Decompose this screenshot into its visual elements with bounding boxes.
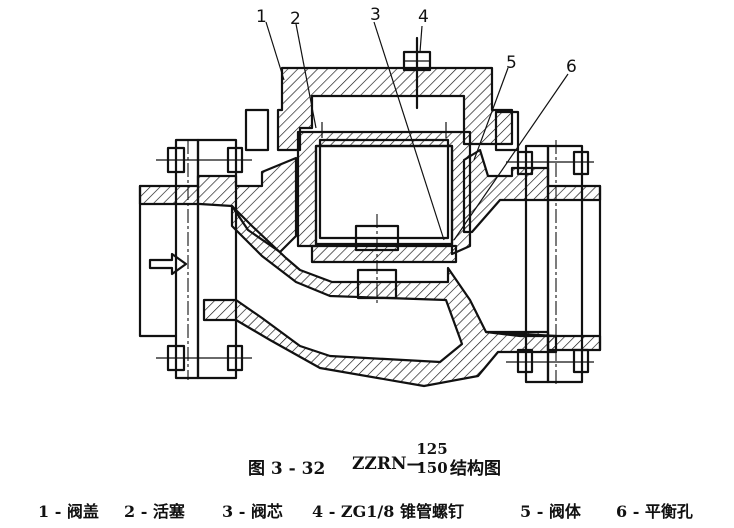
leader-line-3 [373, 21, 445, 241]
outlet-flange-top-nut-right [572, 150, 590, 176]
callout-2: 2 [290, 9, 301, 29]
legend-item-4: 4 - ZG1/8 锥管螺钉 [312, 502, 464, 521]
callout-4: 4 [418, 7, 429, 27]
fraction-top: 125 [416, 440, 448, 458]
cover-left-bolt [244, 108, 270, 152]
piston-inner-liner [318, 138, 450, 240]
callout-5: 5 [506, 53, 517, 73]
callout-3: 3 [370, 5, 381, 25]
flow-arrow-shape [148, 252, 188, 276]
callout-6: 6 [566, 57, 577, 77]
figure-caption: 图 3 - 32 ZZRN— 125 150 结构图 [0, 440, 734, 484]
inlet-flange [156, 138, 252, 380]
outlet-flange [506, 140, 594, 386]
leader-lines [265, 21, 569, 241]
leader-line-5 [473, 67, 509, 161]
valve-body-inlet-top-wall [138, 156, 298, 254]
legend-item-3: 3 - 阀芯 [222, 502, 283, 521]
legend-item-6: 6 - 平衡孔 [616, 502, 693, 521]
piston-wall [296, 130, 472, 256]
callout-1: 1 [256, 7, 267, 27]
fraction-bottom: 150 [416, 459, 448, 477]
valve-cover-body [276, 66, 514, 152]
valve-cross-section-drawing: 1 2 3 4 5 6 [138, 5, 602, 388]
cover-right-bolt [494, 110, 520, 152]
parts-legend: 1 - 阀盖 2 - 活塞 3 - 阀芯 4 - ZG1/8 锥管螺钉 5 - … [0, 496, 734, 522]
flow-arrow [148, 252, 188, 276]
legend-item-5: 5 - 阀体 [520, 502, 581, 521]
taper-pipe-plug [402, 36, 432, 110]
inlet-flange-right-plate [196, 138, 238, 380]
outlet-flange-right-plate [546, 144, 584, 384]
leader-line-4 [419, 25, 423, 53]
piston-and-core [296, 122, 472, 304]
legend-item-1: 1 - 阀盖 [38, 502, 99, 521]
leader-line-6 [453, 73, 569, 241]
leader-line-1 [265, 21, 285, 81]
leader-line-2 [295, 23, 317, 129]
inlet-pipe-outline [138, 184, 178, 338]
outlet-flange-top-nut-left [516, 150, 534, 176]
piston-chamber [314, 144, 454, 246]
outlet-flange-bottom-nut-left [516, 348, 534, 374]
caption-title: 结构图 [450, 459, 501, 479]
legend-item-2: 2 - 活塞 [124, 502, 185, 521]
valve-body-lower-passage-wall [202, 204, 558, 388]
valve-body-outlet-top-wall [462, 148, 602, 234]
callouts: 1 2 3 4 5 6 [256, 5, 577, 77]
outlet-flange-bottom-nut-right [572, 348, 590, 374]
pipe-outline [138, 184, 602, 352]
valve-cover [244, 66, 520, 152]
valve-core-disc [310, 244, 458, 264]
model-fraction: 125 150 [416, 440, 448, 478]
valve-body [138, 148, 602, 388]
figure-number: 图 3 - 32 [248, 459, 326, 479]
model-prefix: ZZRN— [352, 454, 424, 474]
